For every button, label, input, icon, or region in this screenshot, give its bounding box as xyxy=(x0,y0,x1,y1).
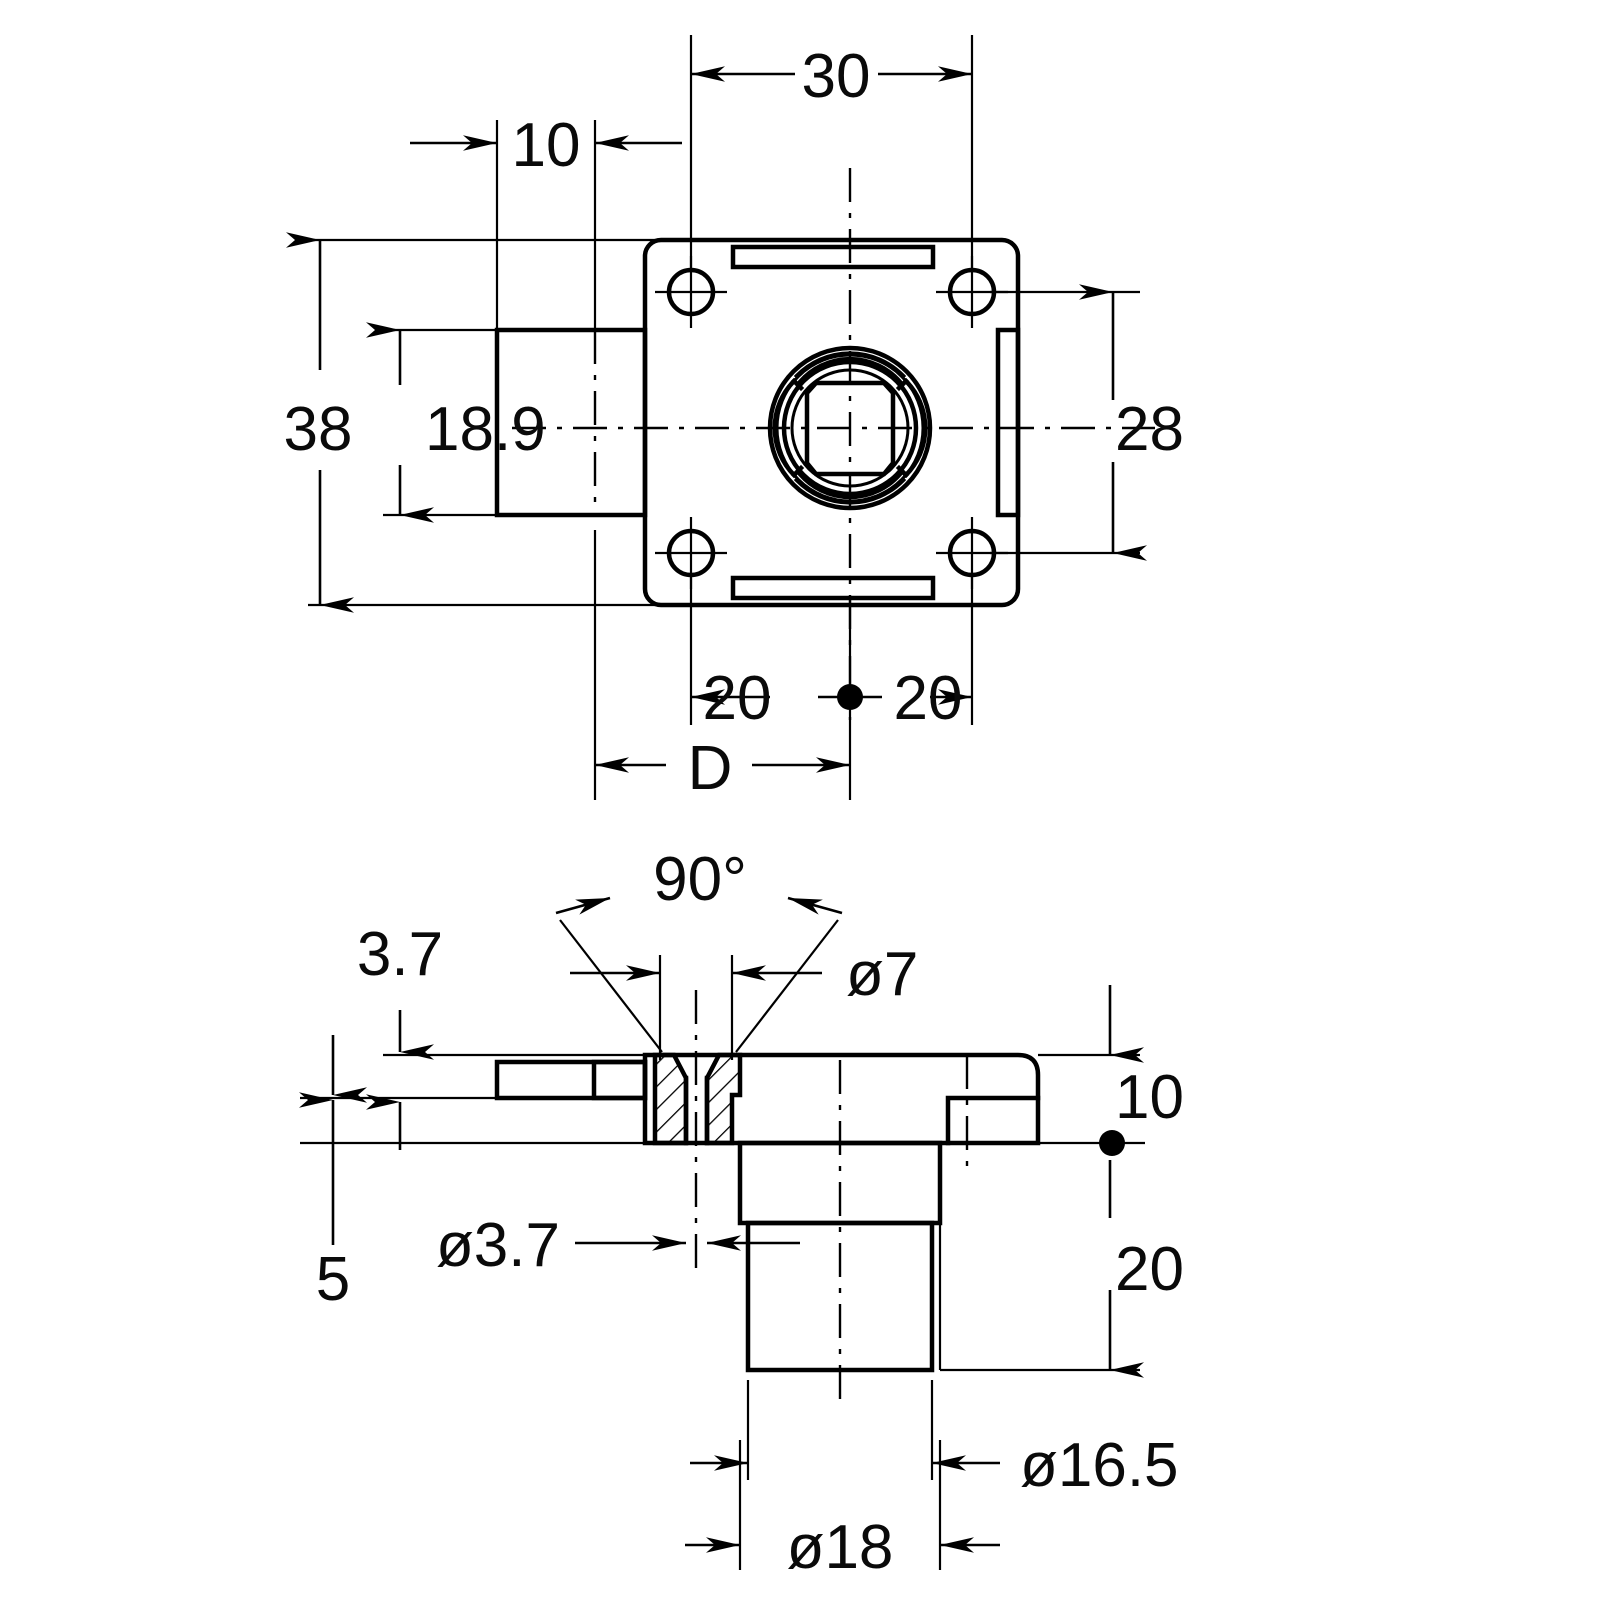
latch-bolt-section xyxy=(300,1053,648,1101)
right-rib xyxy=(995,327,1021,518)
dim-30: 30 xyxy=(691,42,972,111)
dim-90deg: 90° xyxy=(555,845,843,1053)
dim-18-9-label: 18.9 xyxy=(425,395,546,464)
dim-5: 5 xyxy=(299,1035,367,1314)
dim-3-7: 3.7 xyxy=(357,920,443,1150)
dim-dia-16-5-label: ø16.5 xyxy=(1020,1431,1179,1500)
datum-dot-top-view xyxy=(837,684,863,710)
dim-dia-18: ø18 xyxy=(685,1440,1000,1582)
top-slot xyxy=(730,244,936,270)
cylinder-notch-bottom xyxy=(793,476,907,505)
top-view: 30 10 38 18.9 xyxy=(284,35,1184,803)
dim-38-label: 38 xyxy=(284,395,353,464)
dim-D-label: D xyxy=(688,734,733,803)
dim-20-left-label: 20 xyxy=(703,664,772,733)
dim-10: 10 xyxy=(410,111,682,180)
lock-cylinder xyxy=(767,345,933,511)
dim-dia-16-5: ø16.5 xyxy=(690,1380,1179,1500)
datum-dot-section-view xyxy=(1099,1130,1125,1156)
cylinder-notch-top xyxy=(793,351,907,380)
dim-dia-18-label: ø18 xyxy=(787,1513,894,1582)
lock-flange-body xyxy=(642,1052,1041,1146)
dim-dia-3-7-label: ø3.7 xyxy=(436,1211,560,1280)
dim-90deg-label: 90° xyxy=(653,845,747,914)
dim-20-section-label: 20 xyxy=(1115,1235,1184,1304)
countersink-left-leader xyxy=(559,919,663,1053)
cylinder-keyway xyxy=(804,380,896,477)
dim-10-section: 10 xyxy=(1038,985,1184,1132)
dim-28-label: 28 xyxy=(1115,395,1184,464)
section-view: 90° ø7 3.7 5 xyxy=(299,845,1184,1582)
dim-20-section: 20 xyxy=(940,1160,1184,1378)
dim-20-right: 20 xyxy=(862,664,972,733)
bottom-slot xyxy=(730,575,936,601)
dim-10-section-label: 10 xyxy=(1115,1063,1184,1132)
dim-dia-7: ø7 xyxy=(570,940,918,1060)
dim-30-label: 30 xyxy=(802,42,871,111)
dim-dia-7-label: ø7 xyxy=(846,940,918,1009)
dim-D: D xyxy=(595,734,850,803)
dim-3-7-label: 3.7 xyxy=(357,920,443,989)
flange-step-notch xyxy=(945,1095,1041,1146)
dim-20-left: 20 xyxy=(691,664,838,733)
lock-body-plate xyxy=(642,237,1021,608)
latch-bolt-outline xyxy=(494,327,648,518)
countersink-right-leader xyxy=(735,919,839,1053)
dim-18-9: 18.9 xyxy=(366,322,546,523)
dim-20-right-label: 20 xyxy=(894,664,963,733)
countersunk-screw-hole xyxy=(652,1052,743,1146)
dim-28: 28 xyxy=(1079,284,1184,561)
dim-38: 38 xyxy=(284,232,354,613)
dim-dia-3-7: ø3.7 xyxy=(436,1211,800,1280)
dim-10-label: 10 xyxy=(512,111,581,180)
dim-5-label: 5 xyxy=(316,1245,350,1314)
